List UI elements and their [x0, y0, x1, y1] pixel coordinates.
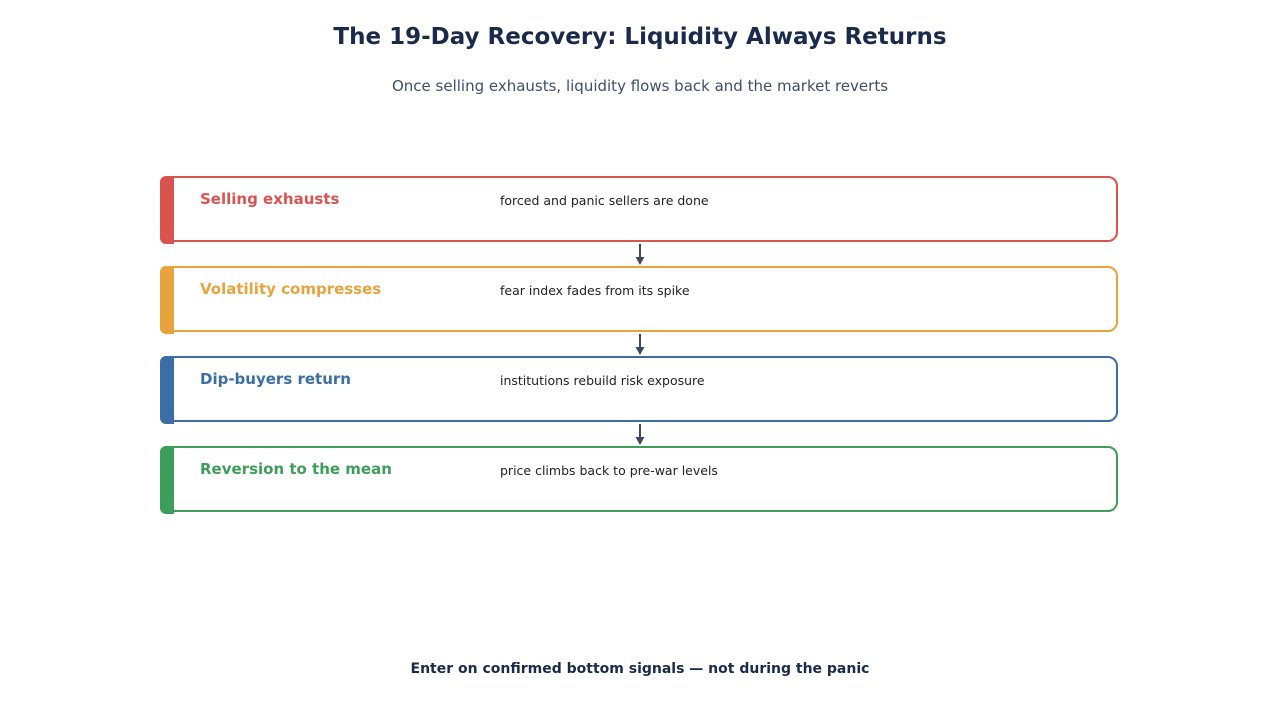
- step-label: Volatility compresses: [200, 280, 382, 298]
- step-box-volatility-compresses: Volatility compresses fear index fades f…: [160, 266, 1118, 334]
- step-description: forced and panic sellers are done: [500, 193, 709, 208]
- step-box-selling-exhausts: Selling exhausts forced and panic seller…: [160, 176, 1118, 244]
- step-label: Reversion to the mean: [200, 460, 392, 478]
- step-label: Selling exhausts: [200, 190, 340, 208]
- page-title: The 19-Day Recovery: Liquidity Always Re…: [333, 24, 947, 50]
- step-box-dip-buyers-return: Dip-buyers return institutions rebuild r…: [160, 356, 1118, 424]
- footer-note: Enter on confirmed bottom signals — not …: [410, 661, 870, 677]
- step-description: price climbs back to pre-war levels: [500, 463, 718, 478]
- down-arrow-icon: [635, 424, 645, 445]
- step-description: institutions rebuild risk exposure: [500, 373, 705, 388]
- step-accent-bar: [160, 446, 174, 514]
- step-box-reversion-to-the-mean: Reversion to the mean price climbs back …: [160, 446, 1118, 514]
- step-description: fear index fades from its spike: [500, 283, 690, 298]
- step-accent-bar: [160, 356, 174, 424]
- step-accent-bar: [160, 176, 174, 244]
- down-arrow-icon: [635, 244, 645, 265]
- step-accent-bar: [160, 266, 174, 334]
- step-label: Dip-buyers return: [200, 370, 351, 388]
- down-arrow-icon: [635, 334, 645, 355]
- page-subtitle: Once selling exhausts, liquidity flows b…: [391, 77, 889, 95]
